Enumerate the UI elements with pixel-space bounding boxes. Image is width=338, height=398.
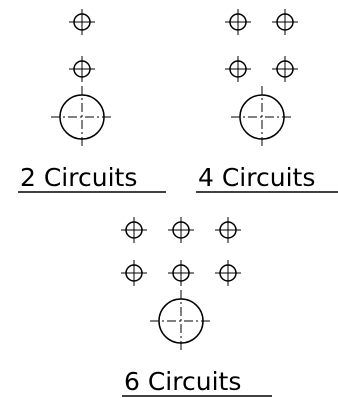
group-2-circuits: 2 Circuits (18, 9, 166, 193)
small-hole-2 (69, 56, 95, 82)
small-hole-1 (225, 9, 251, 35)
large-hole (150, 290, 212, 352)
small-hole-1 (121, 217, 147, 243)
small-hole-2 (272, 9, 298, 35)
group-label-2-circuits: 2 Circuits (20, 163, 137, 192)
small-hole-6 (215, 260, 241, 286)
small-hole-3 (225, 56, 251, 82)
small-hole-2 (168, 217, 194, 243)
small-hole-3 (215, 217, 241, 243)
small-hole-1 (69, 9, 95, 35)
large-hole (51, 86, 113, 148)
small-hole-5 (168, 260, 194, 286)
small-hole-4 (121, 260, 147, 286)
large-hole (231, 86, 293, 148)
group-4-circuits: 4 Circuits (196, 9, 338, 193)
group-6-circuits: 6 Circuits (121, 217, 272, 397)
group-label-4-circuits: 4 Circuits (198, 163, 315, 192)
group-label-6-circuits: 6 Circuits (124, 367, 241, 396)
small-hole-4 (272, 56, 298, 82)
